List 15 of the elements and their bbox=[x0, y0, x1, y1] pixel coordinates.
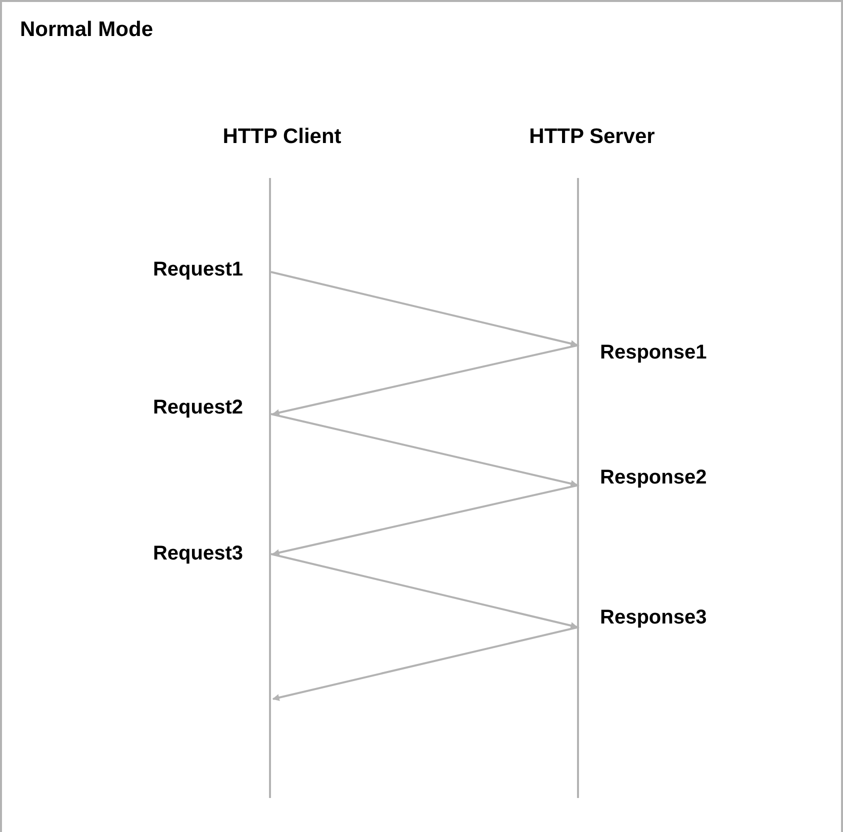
message-arrow bbox=[270, 553, 578, 629]
message-arrow bbox=[270, 413, 578, 487]
message-arrow bbox=[272, 344, 580, 416]
edge-label: Request3 bbox=[152, 542, 243, 566]
edge-label: Response1 bbox=[600, 342, 707, 364]
edge-label: Response3 bbox=[600, 606, 707, 630]
edge-label: Response2 bbox=[600, 466, 707, 490]
message-arrow bbox=[272, 626, 580, 701]
message-arrow bbox=[270, 271, 578, 347]
diagram-title: Normal Mode bbox=[20, 18, 154, 42]
edge-label: Request2 bbox=[152, 396, 243, 420]
lifeline-heading: HTTP Client bbox=[222, 125, 342, 149]
message-arrow bbox=[272, 484, 580, 556]
lifeline-heading: HTTP Server bbox=[529, 125, 655, 149]
edge-label: Request1 bbox=[152, 258, 243, 282]
